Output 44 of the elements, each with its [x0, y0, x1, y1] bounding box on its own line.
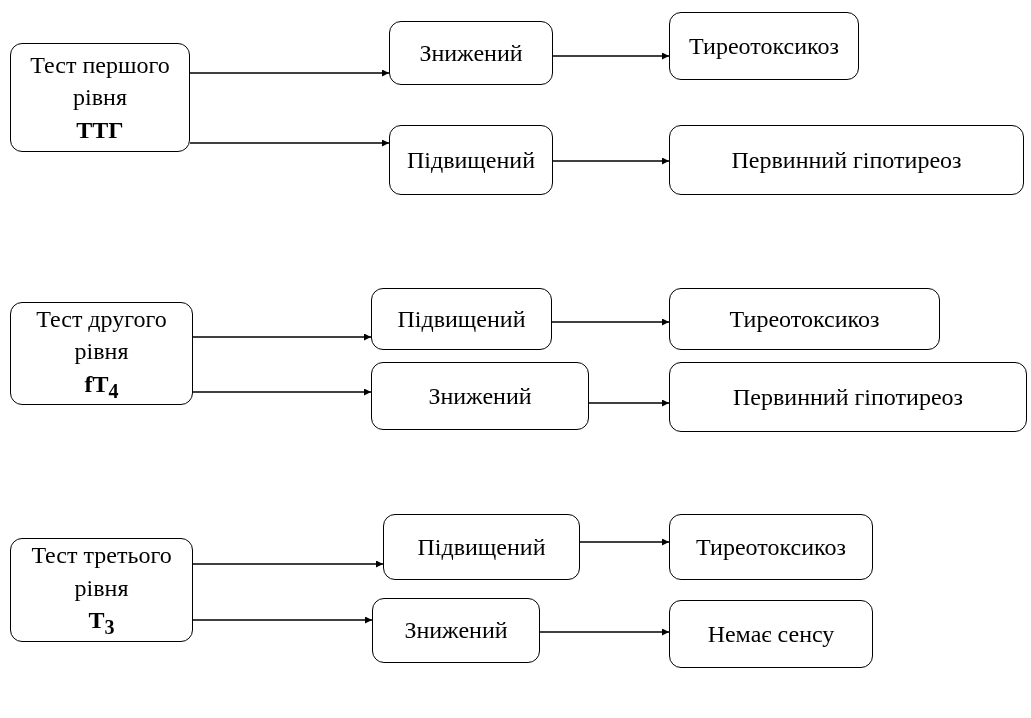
process-box	[389, 125, 553, 195]
box-label: Тиреотоксикоз	[696, 532, 846, 562]
process-box	[669, 514, 873, 580]
process-box	[10, 302, 193, 405]
box-label: Знижений	[419, 38, 523, 68]
process-box	[371, 288, 552, 350]
arrow	[552, 157, 670, 165]
process-box	[383, 514, 580, 580]
arrow	[192, 616, 373, 624]
box-label: Тиреотоксикоз	[689, 31, 839, 61]
arrow	[539, 628, 670, 636]
box-label: Тест першого рівня	[29, 50, 171, 113]
arrow	[552, 52, 670, 60]
process-box	[10, 43, 190, 152]
arrow	[192, 388, 372, 396]
arrow	[192, 333, 372, 341]
test-name: T$_{3}$	[88, 606, 115, 640]
arrow	[551, 318, 670, 326]
process-box	[669, 125, 1024, 195]
process-box	[10, 538, 193, 642]
box-label: Первинний гіпотиреоз	[731, 145, 962, 175]
box-label: Підвищений	[406, 145, 536, 175]
process-box	[669, 288, 940, 350]
process-box	[669, 12, 859, 80]
arrow	[189, 69, 390, 77]
arrow	[588, 399, 670, 407]
arrow	[192, 560, 384, 568]
box-label: Підвищений	[417, 532, 546, 562]
test-name: ТТГ	[76, 115, 124, 145]
arrow	[579, 538, 670, 546]
process-box	[371, 362, 589, 430]
process-box	[669, 600, 873, 668]
box-label: Первинний гіпотиреоз	[732, 382, 963, 412]
box-label: Тест третього рівня	[30, 541, 173, 603]
box-label: Тиреотоксикоз	[729, 304, 880, 334]
box-label: Немає сенсу	[707, 619, 835, 649]
box-label: Підвищений	[397, 304, 526, 334]
process-box	[389, 21, 553, 85]
box-label: Знижений	[428, 381, 532, 411]
process-box	[669, 362, 1027, 432]
arrow	[189, 139, 390, 147]
box-label: Знижений	[404, 616, 508, 646]
process-box	[372, 598, 540, 663]
test-name: fT$_{4}$	[84, 369, 119, 404]
